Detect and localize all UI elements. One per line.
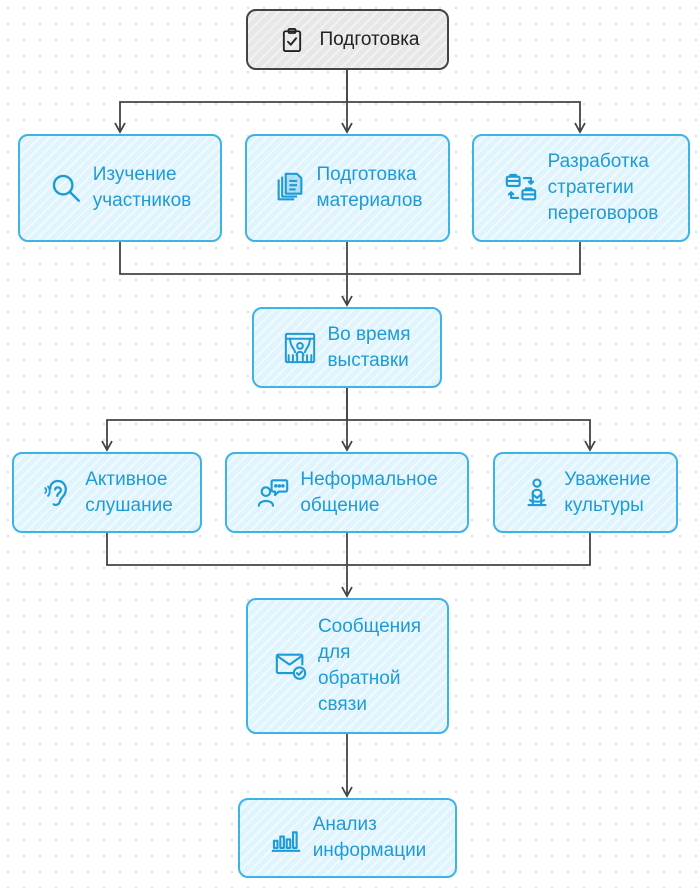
search-icon: [49, 171, 83, 205]
node-label: Анализ информации: [312, 814, 427, 861]
exhibition-icon: [283, 331, 317, 365]
node-label: Активное слушание: [85, 468, 173, 516]
edge-culture-feedback: [347, 533, 591, 566]
node-label: Разработка стратегии переговоров: [547, 151, 659, 224]
edge-during-culture: [347, 419, 596, 452]
ear-icon: [41, 476, 75, 510]
node-label: Подготовка: [319, 28, 420, 50]
mail-check-icon: [274, 649, 308, 683]
node-culture[interactable]: Уважение культуры: [493, 452, 678, 533]
node-informal[interactable]: Неформальное общение: [225, 452, 469, 533]
node-label: Неформальное общение: [300, 468, 438, 516]
node-prep[interactable]: Подготовка: [246, 9, 449, 70]
node-label: Во время выставки: [327, 323, 411, 371]
person-meditation-icon: [520, 476, 554, 510]
briefcase-exchange-icon: [504, 171, 538, 205]
node-label: Сообщения для обратной связи: [317, 616, 422, 715]
node-listening[interactable]: Активное слушание: [12, 452, 202, 533]
edge-listening-feedback: [106, 533, 347, 566]
edge-strategy-during: [347, 242, 581, 275]
edge-prep-strategy: [347, 101, 586, 134]
node-strategy[interactable]: Разработка стратегии переговоров: [472, 134, 690, 242]
node-during[interactable]: Во время выставки: [252, 307, 442, 388]
clipboard-check-icon: [275, 23, 309, 57]
node-label: Подготовка материалов: [316, 164, 423, 211]
documents-icon: [273, 171, 307, 205]
chat-person-icon: [256, 476, 290, 510]
node-study[interactable]: Изучение участников: [18, 134, 222, 242]
edge-study-during: [119, 242, 347, 275]
node-feedback[interactable]: Сообщения для обратной связи: [246, 598, 449, 734]
node-materials[interactable]: Подготовка материалов: [245, 134, 450, 242]
node-label: Уважение культуры: [564, 468, 651, 516]
node-label: Изучение участников: [92, 164, 192, 211]
node-analysis[interactable]: Анализ информации: [238, 798, 457, 878]
bar-chart-icon: [269, 821, 303, 855]
